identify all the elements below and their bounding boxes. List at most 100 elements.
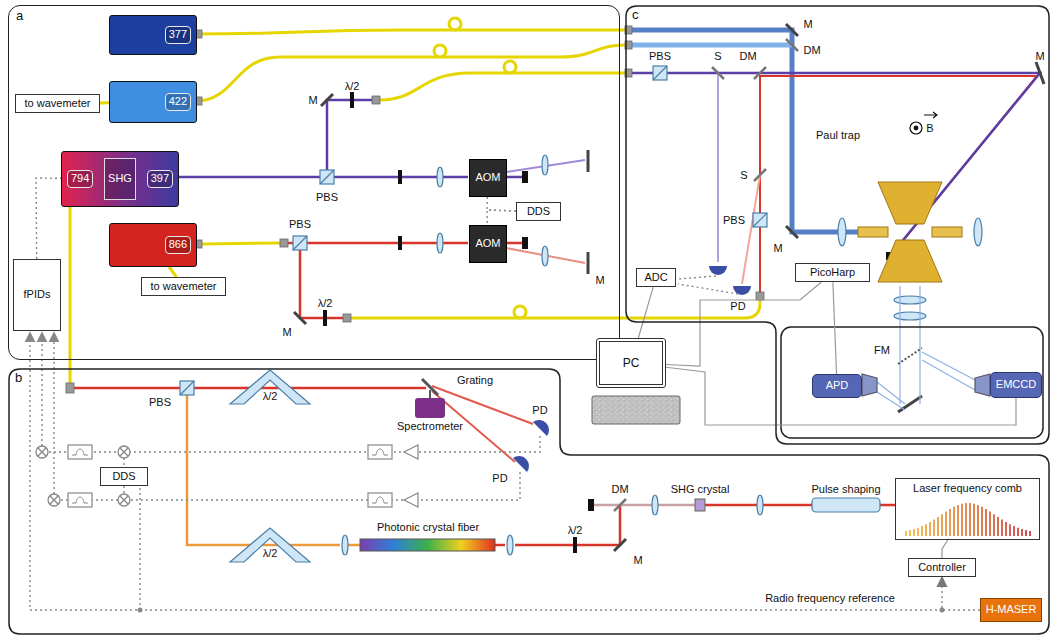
- laser-beam: [187, 395, 360, 545]
- comb-tooth: [917, 528, 919, 536]
- waveplate: [323, 310, 327, 326]
- optical-component: [542, 155, 548, 175]
- paul-trap: [878, 240, 942, 282]
- laser-beam: [632, 43, 792, 48]
- component-label: SHG crystal: [671, 484, 730, 495]
- component-label: PBS: [289, 219, 311, 230]
- component-label: M: [633, 555, 642, 566]
- optical-component: [894, 312, 926, 320]
- grating-spectrometer: [360, 379, 705, 551]
- box-label: Laser frequency comb: [913, 482, 1022, 495]
- waveplate: [323, 92, 577, 553]
- controller-box: fPIDs: [13, 259, 61, 331]
- component-label: M: [773, 243, 782, 254]
- component-label: λ/2: [263, 548, 278, 559]
- optical-fiber: [202, 243, 280, 244]
- wavelength-label: 377: [165, 26, 191, 43]
- component-label: λ/2: [345, 81, 360, 92]
- converter-box: ADC: [636, 268, 676, 287]
- optical-component: [293, 236, 307, 250]
- signal-electronics: [48, 494, 60, 506]
- signal-wire: [42, 334, 540, 452]
- fiber-coupler: [66, 26, 764, 393]
- detector-box: APD: [812, 374, 862, 398]
- component-label: S: [740, 170, 747, 181]
- comb-tooth: [925, 524, 927, 536]
- output-box: to wavemeter: [15, 94, 100, 113]
- optical-component: [437, 167, 443, 187]
- panel-letter: a: [16, 8, 23, 23]
- box-label: Controller: [918, 561, 966, 574]
- optical-component: [180, 66, 982, 562]
- signal-electronics: [138, 608, 143, 613]
- optical-fiber: [169, 267, 176, 277]
- rf-reference-line: [942, 577, 980, 610]
- optical-fiber: [504, 61, 516, 73]
- component-label: DM: [803, 45, 820, 56]
- component-label: PD: [492, 473, 507, 484]
- panel-outline: [626, 6, 1049, 444]
- box-label: to wavemeter: [24, 97, 90, 110]
- maser-box: H-MASER: [980, 598, 1042, 622]
- component-label: M: [282, 327, 291, 338]
- beam-dump: [588, 499, 594, 511]
- component-label: Grating: [457, 375, 493, 386]
- optical-component: [894, 296, 926, 304]
- comb-tooth: [989, 512, 991, 536]
- box-label: DDS: [112, 470, 135, 483]
- optical-fiber: [351, 300, 760, 318]
- optical-fiber: [449, 18, 461, 30]
- driver-box: DDS: [516, 202, 561, 221]
- comb-tooth: [1001, 520, 1003, 536]
- paul-trap: [932, 227, 962, 237]
- optical-component: [180, 381, 194, 395]
- box-label: EMCCD: [996, 378, 1036, 391]
- signal-electronics: [404, 493, 418, 507]
- component-label: λ/2: [263, 391, 278, 402]
- panel-letter: c: [632, 7, 639, 22]
- optical-fiber: [196, 30, 625, 34]
- grating-spectrometer: [360, 539, 495, 551]
- magnetic-field-symbol: [910, 122, 922, 134]
- wavelength-label: 794: [67, 170, 93, 187]
- comb-tooth: [937, 517, 939, 536]
- component-label: S: [714, 51, 721, 62]
- mirror: [294, 94, 588, 324]
- box-label: to wavemeter: [150, 280, 216, 293]
- signal-wire: [139, 486, 140, 610]
- signal-electronics: [368, 493, 392, 507]
- paul-trap: [878, 182, 942, 224]
- laser-beam: [632, 73, 1040, 256]
- optical-component: [812, 498, 880, 512]
- panel-letter: b: [15, 370, 22, 385]
- driver-box: DDS: [100, 467, 148, 486]
- optical-component: [342, 535, 348, 555]
- signal-electronics: [118, 494, 130, 506]
- optical-component: [230, 370, 310, 404]
- signal-electronics: [118, 446, 130, 458]
- photodiode: [733, 286, 751, 295]
- optical-fiber: [380, 73, 625, 100]
- signal-wire: [54, 334, 520, 500]
- component-label: B: [926, 123, 933, 134]
- comb-tooth: [1021, 529, 1023, 536]
- component-label: Photonic crystal fiber: [377, 522, 479, 533]
- rf-line: [487, 197, 516, 211]
- camera-box: EMCCD: [990, 372, 1042, 398]
- comb-tooth: [921, 526, 923, 536]
- optical-fiber: [196, 45, 625, 101]
- data-cable: [638, 287, 653, 338]
- wavelength-label: SHG: [104, 158, 136, 199]
- optical-component: [753, 213, 767, 227]
- beam-dump: [522, 171, 528, 183]
- signal-electronics: [68, 493, 92, 507]
- optical-component: [753, 213, 767, 227]
- imaging-optics: [877, 286, 975, 410]
- wavelength-label: 422: [165, 93, 191, 110]
- comb-tooth: [957, 505, 959, 536]
- data-cable: [942, 540, 948, 558]
- box-label: PC: [623, 356, 640, 370]
- laser-beam: [74, 30, 1040, 545]
- imaging-optics: [781, 286, 1043, 438]
- component-label: M: [1035, 51, 1044, 62]
